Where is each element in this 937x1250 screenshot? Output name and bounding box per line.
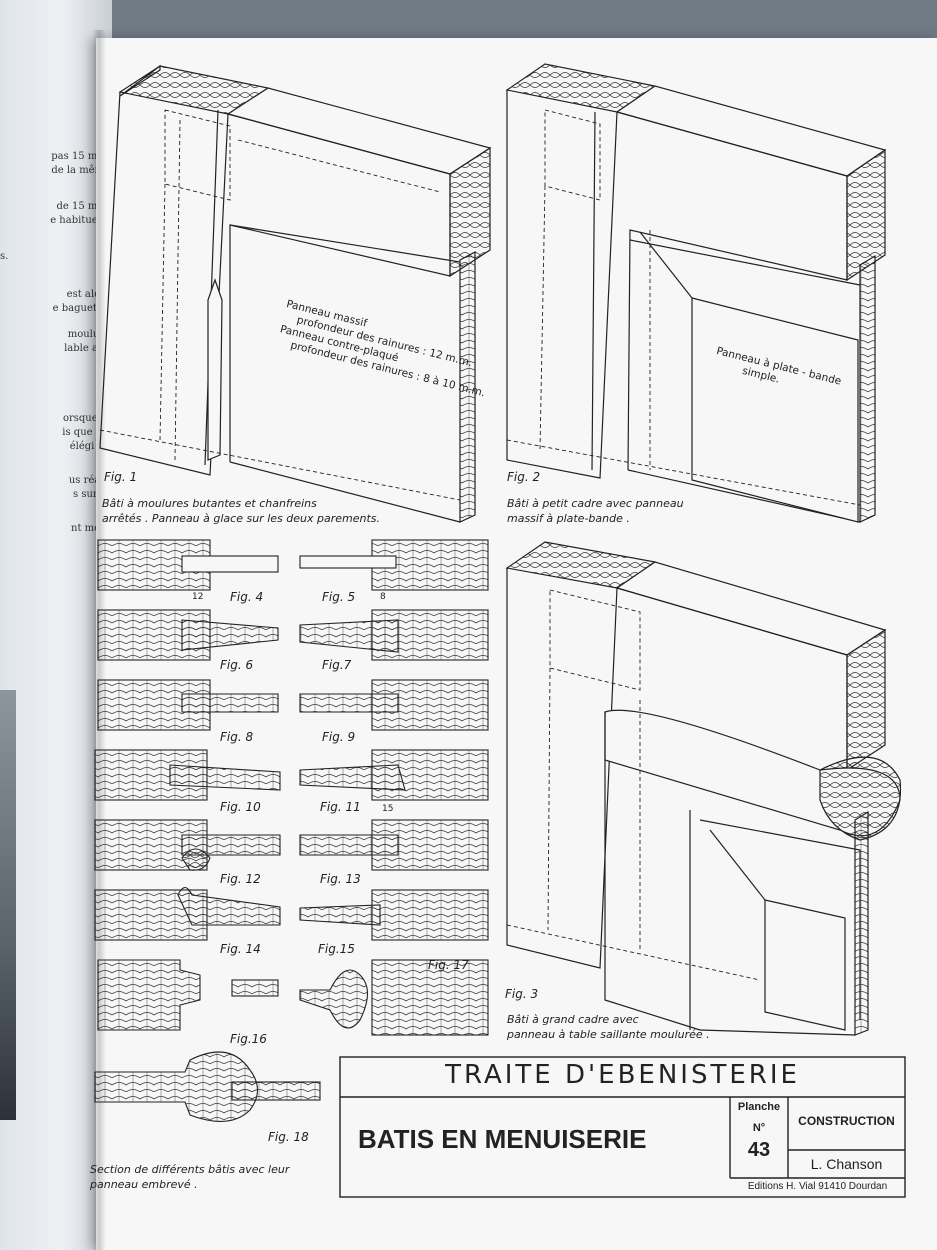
publisher-line: Editions H. Vial 91410 Dourdan xyxy=(747,1181,888,1192)
title-block-frame xyxy=(339,1056,906,1198)
fig4-label: Fig. 4 xyxy=(230,590,264,604)
fig1-caption-line2: arrêtés . Panneau à glace sur les deux p… xyxy=(102,512,380,525)
left-page-line: is que les xyxy=(62,427,110,438)
fig15-label: Fig.15 xyxy=(318,942,355,956)
left-page-line: s. xyxy=(0,251,9,262)
fig1-caption-line1: Bâti à moulures butantes et chanfreins xyxy=(102,497,317,510)
left-page: pas 15 mm, de la même de 15 mm, e habitu… xyxy=(0,0,112,1250)
fig3-caption-line1: Bâti à grand cadre avec xyxy=(507,1013,639,1026)
dimension-15: 15 xyxy=(382,804,394,814)
left-page-line: de la même xyxy=(51,165,110,176)
left-page-line: e baguette. xyxy=(52,303,110,314)
planche-label: Planche xyxy=(737,1101,781,1113)
fig1-caption: Bâti à moulures butantes et chanfreins a… xyxy=(102,496,380,526)
fig10-label: Fig. 10 xyxy=(220,800,261,814)
category-label: CONSTRUCTION xyxy=(798,1114,895,1128)
series-title: TRAITE D'EBENISTERIE xyxy=(445,1060,800,1090)
fig3-drawing xyxy=(505,541,902,1036)
fig2-caption: Bâti à petit cadre avec panneau massif à… xyxy=(507,496,684,526)
sections-right xyxy=(299,539,489,1036)
plate-title: BATIS EN MENUISERIE xyxy=(358,1124,647,1154)
left-page-line: moulure xyxy=(67,329,110,340)
sections-caption: Section de différents bâtis avec leur pa… xyxy=(90,1162,289,1192)
fig5-label: Fig. 5 xyxy=(322,590,356,604)
fig14-label: Fig. 14 xyxy=(220,942,261,956)
left-page-line: orsque la xyxy=(62,413,110,424)
fig2-drawing xyxy=(505,63,887,523)
fig2-label: Fig. 2 xyxy=(507,470,541,484)
left-page-line: pas 15 mm, xyxy=(51,151,110,162)
left-page-line: nt mou- xyxy=(71,523,110,534)
left-page-photo xyxy=(0,690,16,1120)
left-page-line: s sur le xyxy=(73,489,110,500)
fig2-caption-line2: massif à plate-bande . xyxy=(507,512,630,525)
left-page-line: est alors xyxy=(66,289,110,300)
fig6-label: Fig. 6 xyxy=(220,658,254,672)
left-page-line: us réali- xyxy=(68,475,110,486)
fig3-label: Fig. 3 xyxy=(505,987,539,1001)
fig11-label: Fig. 11 xyxy=(320,800,361,814)
left-page-line: e habituelle xyxy=(50,215,110,226)
author-name: L. Chanson xyxy=(810,1156,883,1172)
plate-number: 43 xyxy=(747,1139,771,1161)
sections-caption-line2: panneau embrevé . xyxy=(90,1178,198,1191)
sections-left xyxy=(94,539,321,1122)
fig3-caption-line2: panneau à table saillante moulurée . xyxy=(507,1028,710,1041)
fig12-label: Fig. 12 xyxy=(220,872,261,886)
left-page-line: élégi ou xyxy=(69,441,110,452)
fig3-caption: Bâti à grand cadre avec panneau à table … xyxy=(507,1012,710,1042)
left-page-line: de 15 mm, xyxy=(56,201,110,212)
fig16-label: Fig.16 xyxy=(230,1032,267,1046)
fig13-label: Fig. 13 xyxy=(320,872,361,886)
number-label: N° xyxy=(752,1122,766,1134)
dimension-12: 12 xyxy=(192,592,204,602)
fig1-drawing xyxy=(99,64,492,523)
left-page-line: lable aux xyxy=(64,343,110,354)
fig9-label: Fig. 9 xyxy=(322,730,356,744)
fig17-label: Fig. 17 xyxy=(428,958,469,972)
dimension-8: 8 xyxy=(380,592,386,602)
fig1-label: Fig. 1 xyxy=(104,470,138,484)
fig8-label: Fig. 8 xyxy=(220,730,254,744)
fig18-label: Fig. 18 xyxy=(268,1130,309,1144)
fig2-caption-line1: Bâti à petit cadre avec panneau xyxy=(507,497,684,510)
sections-caption-line1: Section de différents bâtis avec leur xyxy=(90,1163,290,1176)
fig7-label: Fig.7 xyxy=(322,658,352,672)
